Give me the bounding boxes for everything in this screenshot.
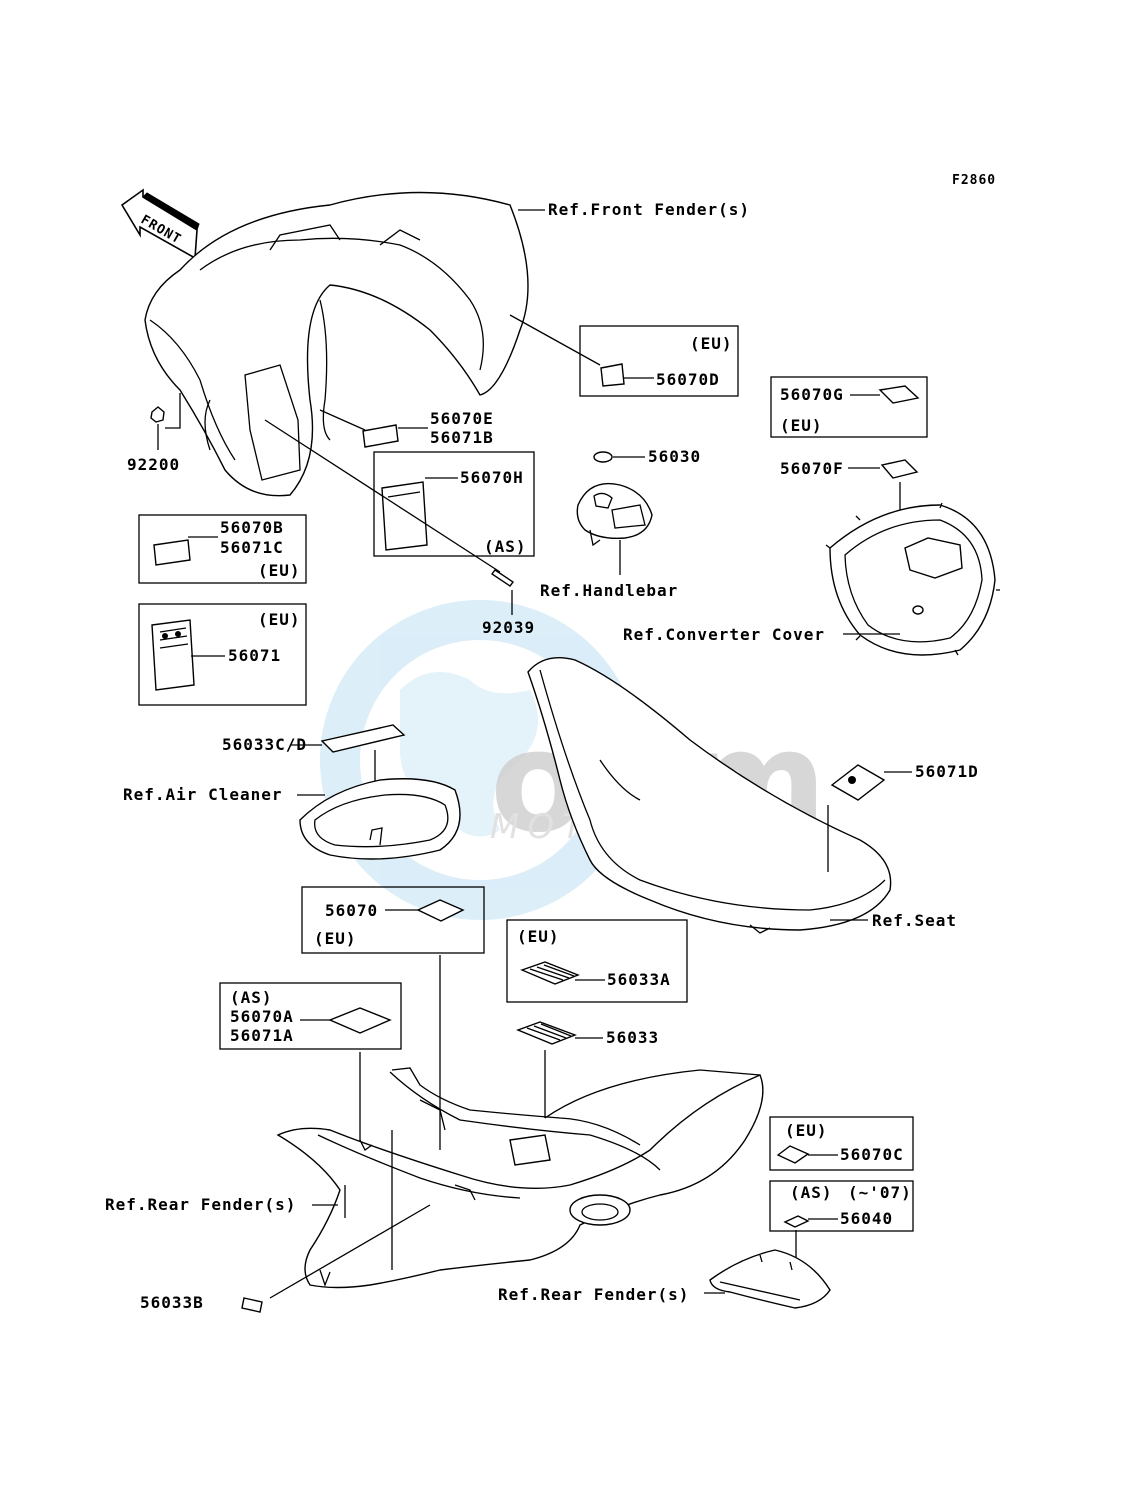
eu-56070D: (EU): [690, 334, 733, 353]
label-56040: 56040: [840, 1209, 893, 1228]
label-56070D: 56070D: [656, 370, 720, 389]
part-rear-fender: Ref.Rear Fender(s): [105, 1067, 764, 1289]
part-56070H: 56070H (AS): [373, 451, 535, 557]
part-92039: 92039: [264, 419, 535, 637]
box-56071: [138, 603, 307, 706]
box-56070C: [769, 1116, 914, 1171]
label-56071D: 56071D: [915, 762, 979, 781]
label-56033B: 56033B: [140, 1293, 204, 1312]
label-ref-air-cleaner: Ref.Air Cleaner: [123, 785, 283, 804]
label-56070H: 56070H: [460, 468, 524, 487]
part-92200: 92200: [127, 393, 181, 474]
part-56030-handlebar: 56030 Ref.Handlebar: [540, 447, 701, 600]
yr-56040: (~'07): [848, 1183, 912, 1202]
front-fender: [144, 191, 529, 497]
part-56070F-converter: 56070F Ref.Converter Cover: [623, 459, 1000, 656]
label-56070E: 56070E: [430, 409, 494, 428]
label-92039: 92039: [482, 618, 535, 637]
label-56070C: 56070C: [840, 1145, 904, 1164]
as-56040: (AS): [790, 1183, 833, 1202]
label-56070G: 56070G: [780, 385, 844, 404]
eu-56070: (EU): [314, 929, 357, 948]
box-56040: [769, 1180, 914, 1232]
label-56071C: 56071C: [220, 538, 284, 557]
box-56070D: [579, 325, 739, 397]
label-56033: 56033: [606, 1028, 659, 1047]
label-92200: 92200: [127, 455, 180, 474]
label-ref-converter-cover: Ref.Converter Cover: [623, 625, 825, 644]
label-ref-handlebar: Ref.Handlebar: [540, 581, 678, 600]
label-ref-front-fender: Ref.Front Fender(s): [548, 200, 750, 219]
part-56033B: 56033B: [140, 1204, 431, 1313]
part-56070B: 56070B 56071C (EU): [138, 514, 307, 584]
part-56033A: (EU) 56033A: [506, 919, 688, 1003]
eu-56071: (EU): [258, 610, 301, 629]
label-56071B: 56071B: [430, 428, 494, 447]
front-arrow-icon: FRONT: [120, 188, 200, 260]
label-56033CD: 56033C/D: [222, 735, 307, 754]
part-56070C: (EU) 56070C: [769, 1116, 914, 1171]
part-56071: (EU) 56071: [138, 603, 307, 706]
box-56033A: [506, 919, 688, 1003]
part-56040: (AS) (~'07) 56040 Ref.Rear Fender(s): [498, 1180, 914, 1309]
part-56070A: (AS) 56070A 56071A: [219, 982, 402, 1200]
label-56071A: 56071A: [230, 1026, 294, 1045]
label-ref-seat: Ref.Seat: [872, 911, 957, 930]
label-56070F: 56070F: [780, 459, 844, 478]
box-56070H: [373, 451, 535, 557]
eu-56070C: (EU): [785, 1121, 828, 1140]
part-56070E: 56070E 56071B: [319, 409, 494, 448]
eu-56070B: (EU): [258, 561, 301, 580]
as-56070H: (AS): [484, 537, 527, 556]
eu-56070G: (EU): [780, 416, 823, 435]
part-56070: 56070 (EU): [301, 886, 485, 1150]
label-56071: 56071: [228, 646, 281, 665]
label-56070A: 56070A: [230, 1007, 294, 1026]
part-56070G: 56070G (EU): [770, 376, 928, 438]
box-56070B: [138, 514, 307, 584]
label-56070B: 56070B: [220, 518, 284, 537]
part-seat: Ref.Seat 56071D: [527, 657, 979, 934]
part-56033CD-air-cleaner: 56033C/D Ref.Air Cleaner: [123, 724, 461, 860]
box-56070G: [770, 376, 928, 438]
as-56070A: (AS): [230, 988, 273, 1007]
eu-56033A: (EU): [517, 927, 560, 946]
label-56030: 56030: [648, 447, 701, 466]
label-56070: 56070: [325, 901, 378, 920]
label-ref-rear-fender-2: Ref.Rear Fender(s): [498, 1285, 689, 1304]
label-56033A: 56033A: [607, 970, 671, 989]
box-56070A: [219, 982, 402, 1050]
figure-code: F2860: [952, 173, 996, 188]
part-56033: 56033: [516, 1021, 659, 1118]
label-ref-rear-fender-1: Ref.Rear Fender(s): [105, 1195, 296, 1214]
box-56070: [301, 886, 485, 954]
part-56070D: (EU) 56070D: [509, 314, 739, 397]
